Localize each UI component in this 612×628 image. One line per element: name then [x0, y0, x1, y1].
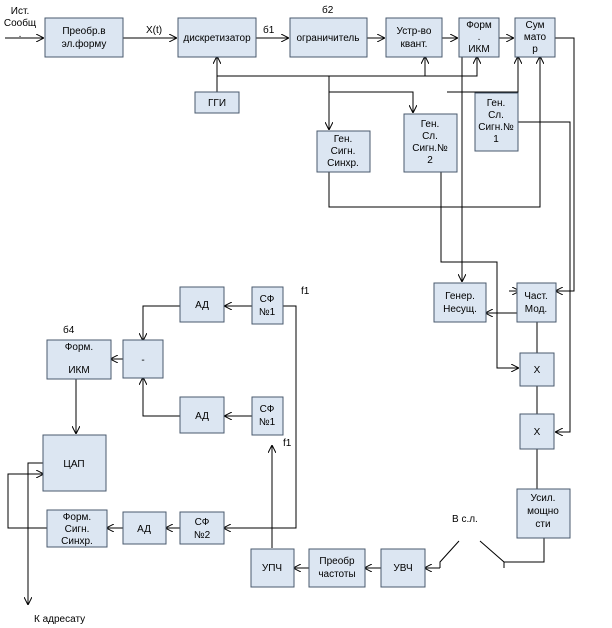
- block-gen-sl1-line-4: 1: [493, 134, 499, 145]
- block-gen-sl2-line-3: Сигн.№: [412, 143, 448, 154]
- block-form-sinhr: Форм. Сигн. Синхр.: [46, 509, 108, 548]
- block-ad-top: АД: [179, 286, 225, 323]
- block-diskretizator-label: дискретизатор: [183, 33, 251, 44]
- block-gen-sinhr: Ген. Сигн. Синхр.: [316, 130, 371, 173]
- block-preobr-line-1: Преобр.в: [62, 25, 105, 37]
- block-ogranichitel-label: ограничитель: [297, 33, 360, 44]
- block-sf-bot-line-2: №2: [194, 530, 211, 541]
- block-gen-sl2: Ген. Сл. Сигн.№ 2: [403, 113, 458, 173]
- block-sf-top-line-2: №1: [259, 307, 276, 318]
- block-gen-nesush-line-1: Генер.: [445, 291, 475, 302]
- connections: [5, 38, 575, 604]
- block-gen-sl1-line-3: Сигн.№: [478, 122, 514, 133]
- block-ogranichitel: ограничитель: [289, 17, 368, 58]
- block-mult-1: Х: [519, 352, 555, 387]
- block-ikm-line-3: ИКМ: [468, 44, 489, 55]
- block-usil-line-2: мощно: [527, 506, 559, 517]
- block-sf-bot: СФ №2: [179, 511, 225, 545]
- block-gen-sl1-line-2: Сл.: [488, 110, 504, 121]
- block-gen-nesush-line-2: Несущ.: [443, 304, 477, 315]
- block-usil-line-3: сти: [535, 519, 550, 530]
- freq-label-f1-mid: f1: [283, 438, 292, 449]
- block-kvant-line-2: квант.: [401, 39, 428, 50]
- block-sf-mid: СФ №1: [251, 396, 284, 436]
- block-mult-1-label: Х: [534, 365, 541, 376]
- block-preobr-line-2: эл.форму: [62, 38, 107, 50]
- block-kvant-line-1: Устр-во: [397, 26, 432, 37]
- block-preobr-chast-line-2: частоты: [318, 569, 355, 580]
- block-form-ikm: Форм. ИКМ: [46, 339, 112, 380]
- block-upch: УПЧ: [250, 548, 295, 588]
- block-gen-sl2-line-4: 2: [427, 155, 433, 166]
- block-ggi: ГГИ: [194, 91, 240, 114]
- block-gen-sinhr-line-1: Ген.: [334, 134, 353, 145]
- block-summator-line-1: Сум: [526, 20, 545, 31]
- block-chast-mod-line-1: Част.: [524, 291, 547, 302]
- point-label-b4: б4: [63, 324, 75, 336]
- freq-label-f1-top: f1: [301, 286, 310, 297]
- block-summator-line-2: мато: [524, 32, 547, 43]
- block-gen-nesush: Генер. Несущ.: [433, 282, 487, 323]
- block-gen-sinhr-line-2: Сигн.: [331, 146, 356, 157]
- point-label-b2: б2: [322, 4, 334, 16]
- block-ikm: Форм . ИКМ: [458, 17, 500, 58]
- block-ad-mid: АД: [179, 396, 225, 434]
- block-preobr-chast-line-1: Преобр: [319, 555, 355, 567]
- block-ikm-line-2: .: [478, 32, 481, 43]
- block-kvant: Устр-во квант.: [385, 17, 443, 58]
- block-ad-bot: АД: [122, 511, 167, 545]
- block-sf-top: СФ №1: [251, 286, 284, 325]
- antenna-label-vsl: В с.л.: [452, 514, 478, 525]
- block-ikm-line-1: Форм: [466, 20, 492, 31]
- block-sf-mid-line-1: СФ: [260, 404, 275, 415]
- block-sf-bot-line-1: СФ: [195, 517, 210, 528]
- block-usil: Усил. мощно сти: [516, 488, 571, 539]
- block-minus: -: [122, 339, 164, 379]
- block-ggi-label: ГГИ: [208, 98, 226, 109]
- block-summator: Сум мато р: [514, 17, 556, 58]
- block-form-sinhr-line-3: Синхр.: [61, 536, 93, 547]
- block-mult-2-label: Х: [534, 427, 541, 438]
- block-summator-line-3: р: [532, 44, 538, 55]
- point-label-b1: б1: [263, 24, 275, 36]
- block-ad-mid-label: АД: [195, 411, 209, 422]
- block-form-ikm-line-1: Форм.: [65, 342, 93, 353]
- block-cap-label: ЦАП: [63, 459, 84, 470]
- source-label-line-1: Ист.: [11, 6, 29, 17]
- block-gen-sinhr-line-3: Синхр.: [327, 158, 359, 169]
- output-label-adresat: К адресату: [34, 614, 85, 625]
- block-preobr: Преобр.в эл.форму: [44, 17, 124, 58]
- block-minus-label: -: [141, 355, 144, 366]
- block-chast-mod: Част. Мод.: [516, 282, 557, 323]
- block-ad-bot-label: АД: [137, 524, 151, 535]
- block-gen-sl1-line-1: Ген.: [487, 98, 506, 109]
- block-sf-top-line-1: СФ: [260, 294, 275, 305]
- block-gen-sl2-line-2: Сл.: [422, 131, 438, 142]
- block-chast-mod-line-2: Мод.: [525, 304, 547, 315]
- block-ad-top-label: АД: [195, 300, 209, 311]
- block-usil-line-1: Усил.: [531, 493, 556, 504]
- block-sf-mid-line-2: №1: [259, 417, 276, 428]
- block-gen-sl1: Ген. Сл. Сигн.№ 1: [474, 92, 519, 152]
- source-label-line-3: .: [19, 29, 22, 40]
- block-form-ikm-line-2: ИКМ: [68, 365, 89, 376]
- block-upch-label: УПЧ: [262, 563, 282, 574]
- block-gen-sl2-line-1: Ген.: [421, 119, 440, 130]
- block-cap: ЦАП: [42, 434, 107, 492]
- source-label-line-2: Сообщ: [4, 17, 36, 29]
- block-form-sinhr-line-1: Форм.: [63, 512, 91, 523]
- block-uvch: УВЧ: [380, 548, 426, 588]
- block-form-sinhr-line-2: Сигн.: [65, 524, 90, 535]
- block-preobr-chast: Преобр частоты: [308, 548, 366, 588]
- block-uvch-label: УВЧ: [393, 563, 412, 574]
- block-diskretizator: дискретизатор: [177, 17, 257, 58]
- signal-label-xt: X(t): [146, 25, 162, 36]
- free-labels: Ист. Сообщ . X(t) б1 б2 б4 f1 f1 В с.л. …: [4, 4, 478, 625]
- block-mult-2: Х: [519, 413, 555, 450]
